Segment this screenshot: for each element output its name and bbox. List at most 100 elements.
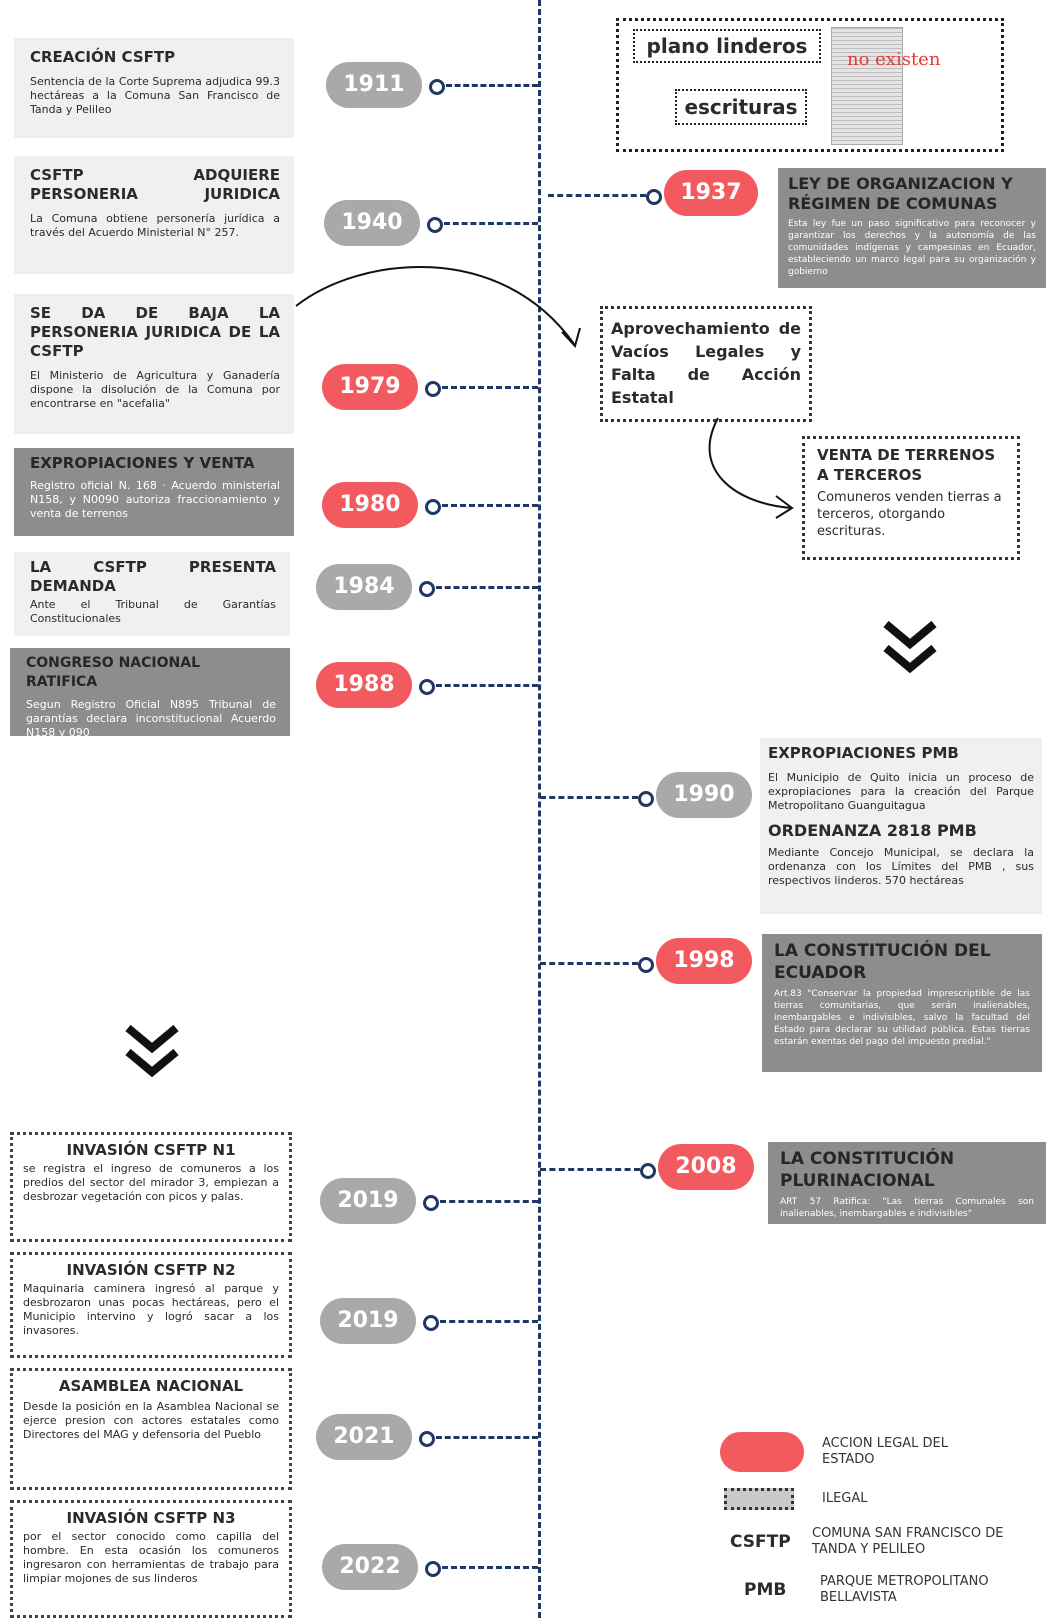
event-description: Esta ley fue un paso significativo para … [788,219,1036,277]
timeline-node [638,791,654,807]
invasion-card-n2: INVASIÓN CSFTP N2 Maquinaria caminera in… [10,1252,292,1358]
year-pill-2022: 2022 [322,1544,418,1590]
legend: ACCION LEGAL DEL ESTADO ILEGAL CSFTP COM… [720,1426,1046,1616]
event-card-1980: EXPROPIACIONES Y VENTA Registro oficial … [14,448,294,536]
timeline-connector [440,1200,538,1203]
timeline-connector [446,84,538,87]
event-title: LA CONSTITUCIÓN PLURINACIONAL [780,1149,955,1191]
event-description: se registra el ingreso de comuneros a lo… [23,1162,279,1203]
year-pill-1990: 1990 [656,772,752,818]
asamblea-card: ASAMBLEA NACIONAL Desde la posición en l… [10,1368,292,1490]
timeline-node [640,1163,656,1179]
timeline-connector [436,586,538,589]
event-title: INVASIÓN CSFTP N1 [66,1141,236,1159]
event-description: Desde la posición en la Asamblea Naciona… [23,1400,279,1441]
timeline-node [419,1431,435,1447]
event-description: Ante el Tribunal de Garantías Constituci… [30,598,276,625]
timeline-connector [442,1566,538,1569]
year-pill-2021: 2021 [316,1414,412,1460]
timeline-connector [436,684,538,687]
aprovechamiento-box: Aprovechamiento de Vacíos Legales y Falt… [600,306,812,422]
event-card-1988: CONGRESO NACIONAL RATIFICA Segun Registr… [10,648,290,739]
event-description-2: Mediante Concejo Municipal, se declara l… [768,846,1034,887]
event-description: El Ministerio de Agricultura y Ganadería… [30,369,280,410]
event-title: INVASIÓN CSFTP N2 [66,1261,236,1279]
invasion-card-n1: INVASIÓN CSFTP N1 se registra el ingreso… [10,1132,292,1242]
event-description: Sentencia de la Corte Suprema adjudica 9… [30,75,280,116]
event-description: Registro oficial N. 168 · Acuerdo minist… [30,479,280,520]
timeline-node [427,217,443,233]
event-title-2: ORDENANZA 2818 PMB [768,821,977,840]
timeline-connector [548,194,646,197]
year-pill-2019-a: 2019 [320,1178,416,1224]
legend-swatch-dotted [724,1488,794,1510]
no-existen-stamp: no existen [847,49,941,70]
event-title: LEY DE ORGANIZACION Y RÉGIMEN DE COMUNAS [788,174,1013,213]
event-title: ASAMBLEA NACIONAL [58,1377,244,1395]
document-image [831,27,903,145]
timeline-node [423,1195,439,1211]
year-pill-1940: 1940 [324,200,420,246]
event-description: Segun Registro Oficial N895 Tribunal de … [26,698,276,739]
legend-item-ilegal: ILEGAL [724,1488,868,1510]
year-pill-1937: 1937 [664,170,758,216]
timeline-spine [538,0,541,1618]
event-description: por el sector conocido como capilla del … [23,1530,279,1585]
event-card-1984: LA CSFTP PRESENTA DEMANDA Ante el Tribun… [14,552,290,636]
timeline-connector [436,1436,538,1439]
event-description: ART 57 Ratifica: "Las tierras Comunales … [780,1197,1034,1219]
timeline-node [425,499,441,515]
timeline-connector [442,504,538,507]
documents-box: plano linderos escrituras no existen [616,18,1004,152]
legend-label: ILEGAL [822,1491,868,1506]
timeline-node [429,79,445,95]
event-title: CONGRESO NACIONAL RATIFICA [26,655,200,690]
venta-title: VENTA DE TERRENOS A TERCEROS [817,446,996,484]
event-title: EXPROPIACIONES Y VENTA [30,454,255,472]
year-pill-2019-b: 2019 [320,1298,416,1344]
event-card-2008: LA CONSTITUCIÓN PLURINACIONAL ART 57 Rat… [768,1142,1046,1224]
event-card-1911: CREACIÓN CSFTP Sentencia de la Corte Sup… [14,38,294,138]
timeline-node [425,381,441,397]
legend-abbr: CSFTP [730,1532,791,1552]
event-description: La Comuna obtiene personería jurídica a … [30,212,280,239]
event-card-1940: CSFTP ADQUIERE PERSONERIA JURIDICA La Co… [14,156,294,274]
event-card-1979: SE DA DE BAJA LA PERSONERIA JURIDICA DE … [14,294,294,434]
year-pill-1980: 1980 [322,482,418,528]
legend-swatch-red [720,1432,804,1472]
legend-label: COMUNA SAN FRANCISCO DE TANDA Y PELILEO [812,1526,1004,1557]
chevron-double-down-icon [125,1024,179,1078]
event-title: LA CSFTP PRESENTA DEMANDA [30,558,276,595]
timeline-connector [444,222,538,225]
year-pill-1911: 1911 [326,62,422,108]
legend-label: PARQUE METROPOLITANO BELLAVISTA [820,1574,989,1605]
timeline-node [423,1315,439,1331]
event-card-1998: LA CONSTITUCIÓN DEL ECUADOR Art.83 "Cons… [762,934,1042,1072]
legend-label: ACCION LEGAL DEL ESTADO [822,1436,949,1467]
timeline-node [419,679,435,695]
event-title: EXPROPIACIONES PMB [768,744,959,762]
legend-item-csftp: CSFTP COMUNA SAN FRANCISCO DE TANDA Y PE… [730,1526,1032,1558]
timeline-node [419,581,435,597]
event-title: INVASIÓN CSFTP N3 [66,1509,236,1527]
escrituras-label: escrituras [675,89,807,125]
event-description: Art.83 "Conservar la propiedad imprescri… [774,989,1030,1047]
timeline-connector [442,386,538,389]
legend-item-legal: ACCION LEGAL DEL ESTADO [720,1432,982,1472]
invasion-card-n3: INVASIÓN CSFTP N3 por el sector conocido… [10,1500,292,1618]
year-pill-1979: 1979 [322,364,418,410]
event-title: LA CONSTITUCIÓN DEL ECUADOR [774,941,991,983]
timeline-node [646,189,662,205]
year-pill-2008: 2008 [658,1144,754,1190]
event-title: CREACIÓN CSFTP [30,48,176,66]
timeline-connector [540,1168,640,1171]
event-title: SE DA DE BAJA LA PERSONERIA JURIDICA DE … [30,304,280,360]
event-description: Maquinaria caminera ingresó al parque y … [23,1282,279,1337]
timeline-connector [540,962,638,965]
year-pill-1984: 1984 [316,564,412,610]
plano-linderos-label: plano linderos [633,29,821,63]
chevron-double-down-icon [883,620,937,674]
event-card-1937: LEY DE ORGANIZACION Y RÉGIMEN DE COMUNAS… [778,168,1046,288]
legend-abbr: PMB [744,1580,787,1600]
